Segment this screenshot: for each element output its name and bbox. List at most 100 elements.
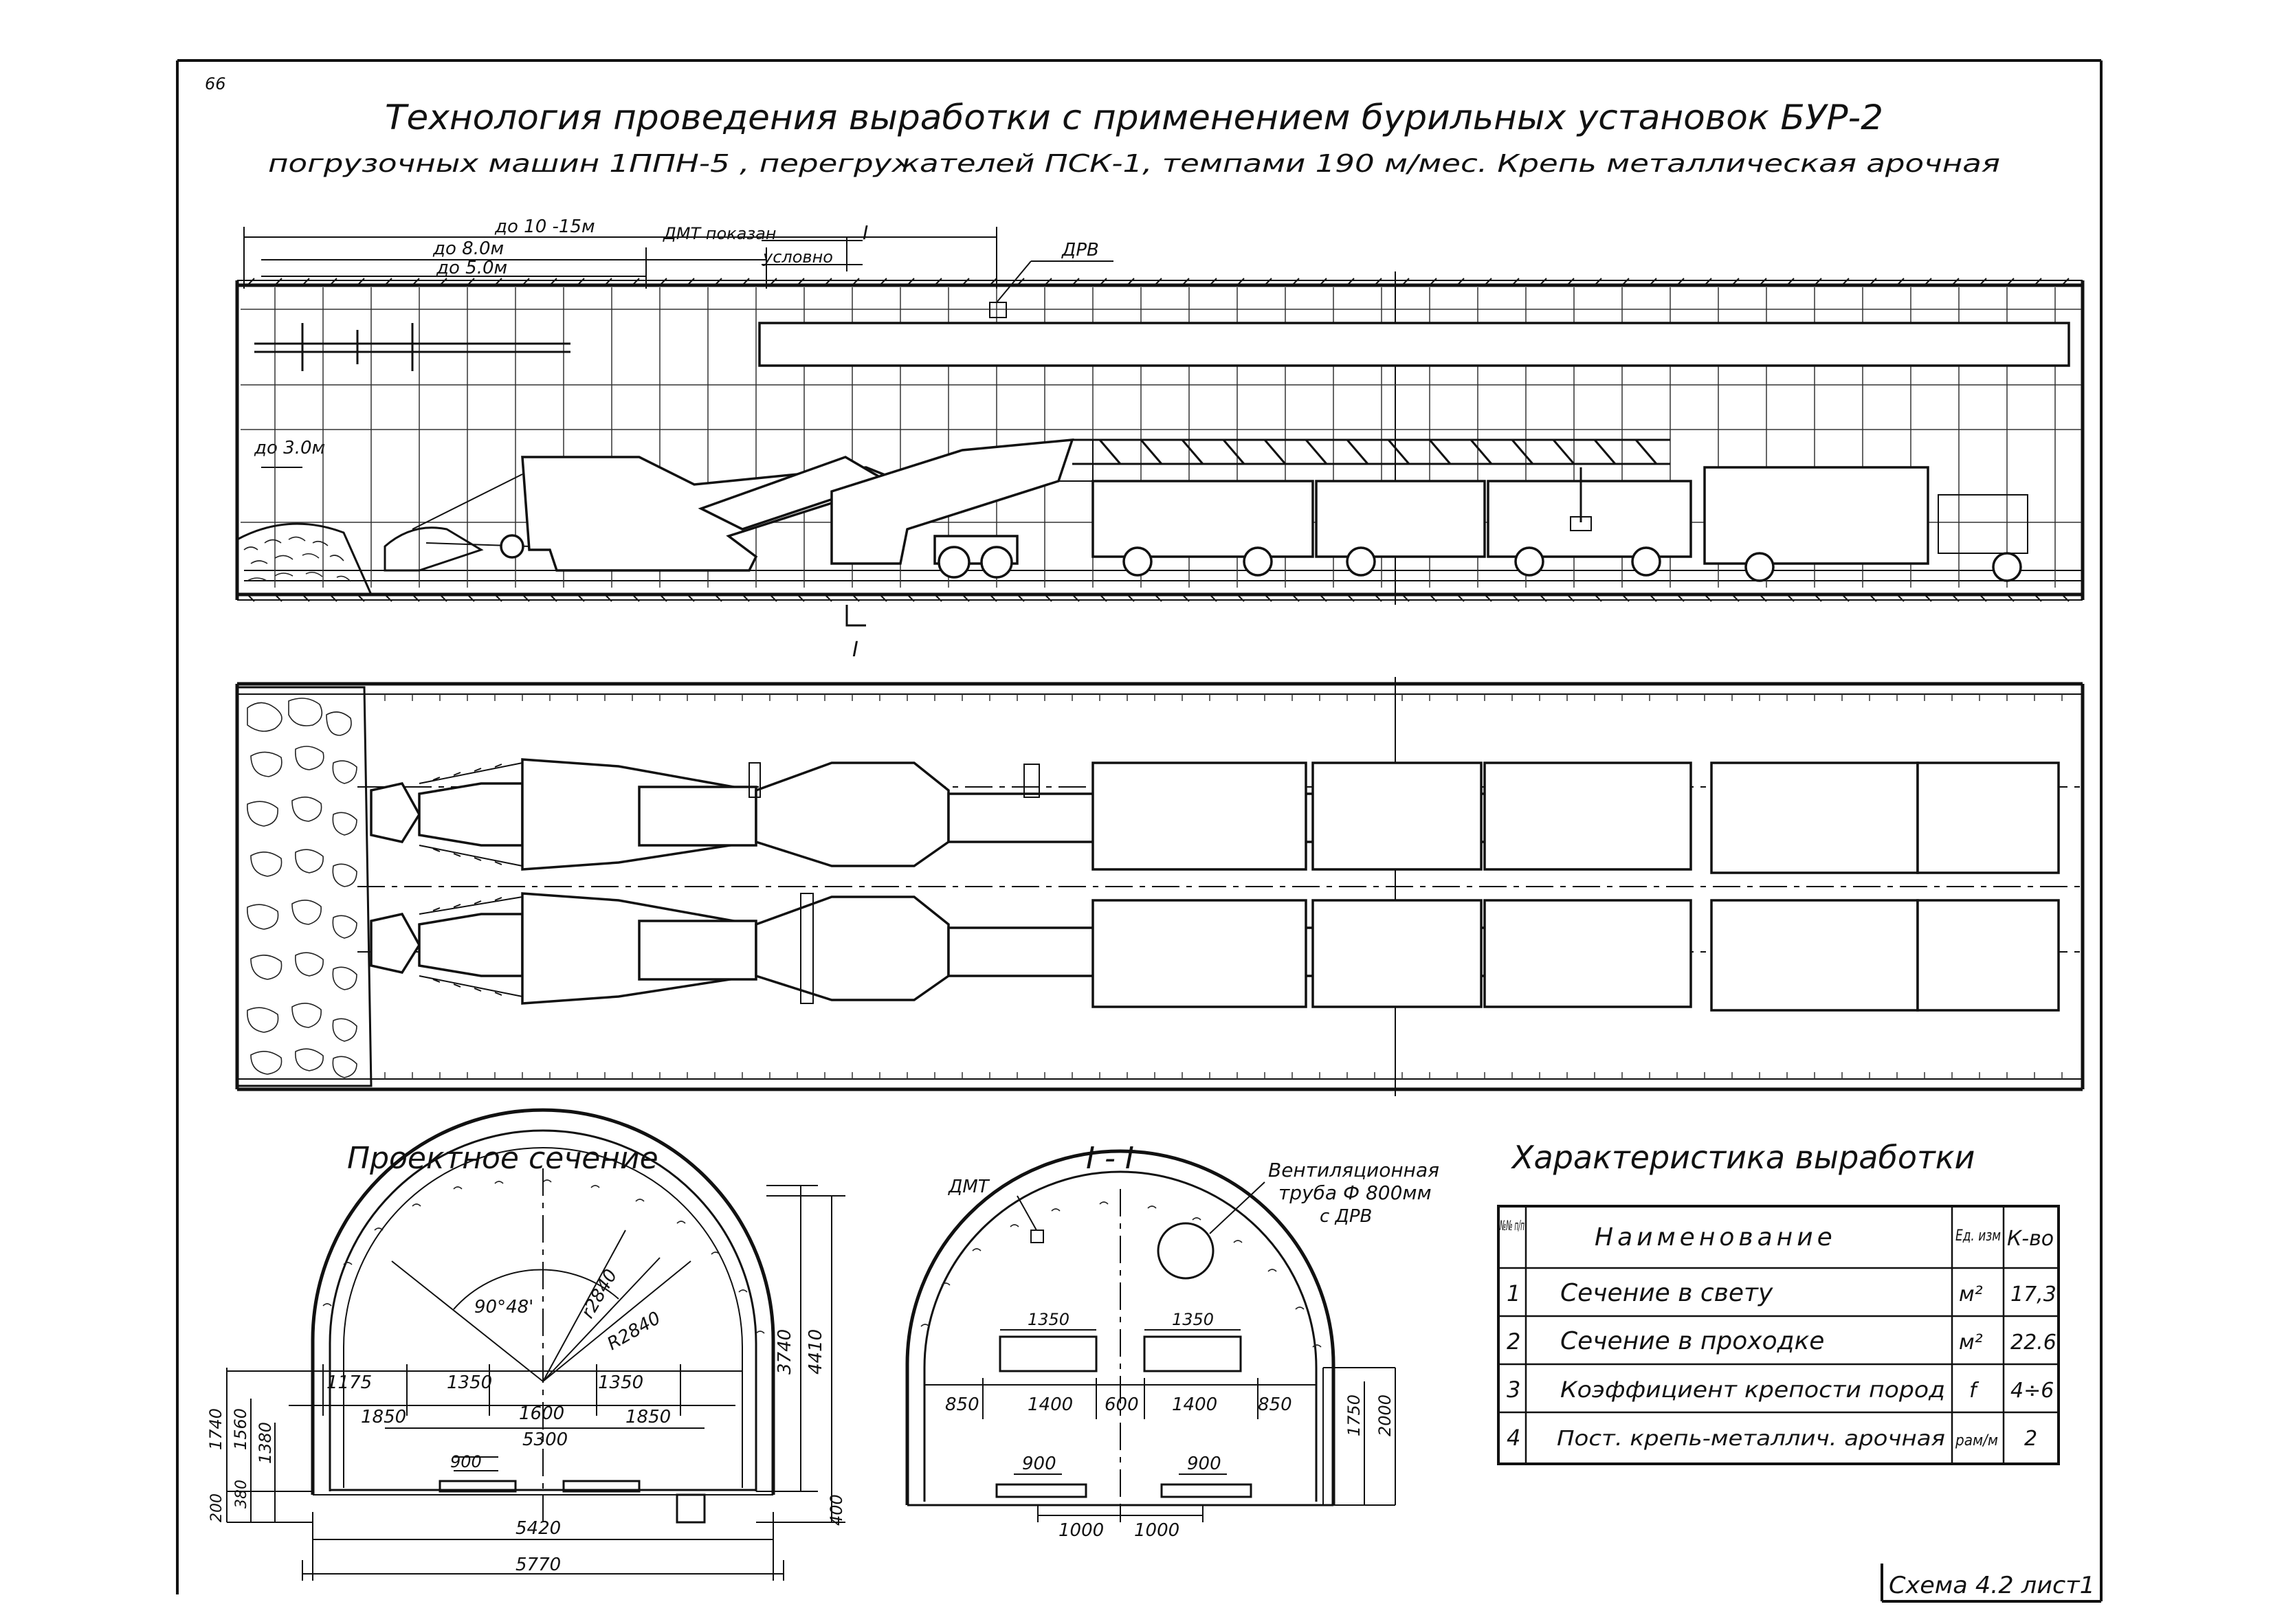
ventilation-duct-profile <box>758 322 2070 367</box>
row-4-unit: рам/м <box>1955 1432 1998 1449</box>
project-dim-3740: 3740 <box>775 1329 795 1375</box>
section-1-1-title: I - I <box>1086 1141 1134 1176</box>
project-section: Проектное сечение 90°48' r2840 R2840 117… <box>206 1108 846 1581</box>
plan-train-lower <box>370 892 2060 1012</box>
vent-label-3: с ДРВ <box>1320 1206 1372 1227</box>
project-dim-1740: 1740 <box>206 1408 225 1450</box>
section-dim-2000: 2000 <box>1375 1394 1395 1436</box>
loading-machine-profile <box>384 456 905 572</box>
plan-train-upper <box>370 758 2060 874</box>
project-dim-1600: 1600 <box>519 1403 564 1424</box>
project-dim-900: 900 <box>450 1452 482 1471</box>
section-dim-850a: 850 <box>945 1394 979 1415</box>
project-dim-1850b: 1850 <box>625 1407 671 1427</box>
project-dim-400: 400 <box>827 1494 846 1526</box>
row-3-number: 3 <box>1507 1377 1520 1403</box>
sheet-frame <box>176 59 2103 1603</box>
profile-arch-supports <box>241 287 2081 588</box>
section-dim-600: 600 <box>1105 1394 1139 1415</box>
row-2-qty: 22.6 <box>2010 1331 2056 1355</box>
project-dim-1850a: 1850 <box>361 1407 406 1427</box>
project-radius-2: R2840 <box>604 1308 665 1355</box>
schema-label: Схема 4.2 лист1 <box>1889 1572 2095 1599</box>
title-line-1: Технология проведения выработки с примен… <box>385 98 1883 137</box>
project-dim-1350a: 1350 <box>447 1372 492 1393</box>
characteristics-title: Характеристика выработки <box>1511 1139 1975 1176</box>
row-1-name: Сечение в свету <box>1560 1279 1773 1307</box>
profile-view: до 10 -15м до 8.0м до 5.0м до 3.0м ДМТ п… <box>235 216 2085 662</box>
header-unit: Ед. изм <box>1955 1227 2001 1245</box>
row-1-unit: м² <box>1959 1282 1983 1306</box>
header-number: №№ п/п <box>1500 1217 1524 1234</box>
project-dim-380: 380 <box>233 1480 250 1509</box>
section-dim-900a: 900 <box>1022 1454 1056 1474</box>
section-cut-marker <box>845 605 866 627</box>
project-section-title: Проектное сечение <box>347 1141 658 1176</box>
row-4-name: Пост. крепь-металлич. арочная <box>1557 1427 1945 1451</box>
section-arch-rock <box>920 1201 1322 1348</box>
row-3-qty: 4÷6 <box>2010 1379 2054 1403</box>
drill-boom <box>254 323 570 371</box>
project-arch-inner <box>329 1129 757 1491</box>
section-dim-1000a: 1000 <box>1058 1520 1104 1541</box>
profile-floor-hatch <box>237 594 2083 602</box>
title-line-2: погрузочных машин 1ППН-5 , перегружателе… <box>268 150 2000 178</box>
section-dim-1350a: 1350 <box>1028 1310 1069 1329</box>
reloader-profile <box>830 438 1670 579</box>
dim-5-label: до 5.0м <box>436 258 507 278</box>
project-arch-rock <box>322 1179 765 1334</box>
row-2-number: 2 <box>1507 1328 1520 1355</box>
dmt-note-2: условно <box>762 247 833 267</box>
header-qty: К-во <box>2007 1227 2054 1251</box>
drv-label: ДРВ <box>1061 240 1099 260</box>
section-arch-outer <box>905 1149 1335 1505</box>
table-row: 2 Сечение в проходке м² 22.6 <box>1507 1327 2056 1355</box>
table-row: 1 Сечение в свету м² 17,3 <box>1507 1279 2056 1307</box>
section-mark-top: I <box>863 221 868 244</box>
project-arch-outer <box>311 1108 775 1495</box>
table-row: 4 Пост. крепь-металлич. арочная рам/м 2 <box>1507 1425 2037 1451</box>
rock-face-profile <box>236 522 373 596</box>
section-dim-1400a: 1400 <box>1028 1394 1073 1415</box>
section-1-1: I - I ДМТ Вентиляционная труба Ф 800мм с… <box>905 1141 1439 1541</box>
section-dim-1750: 1750 <box>1344 1394 1364 1436</box>
section-dim-1350b: 1350 <box>1172 1310 1214 1329</box>
project-dim-1560: 1560 <box>231 1408 250 1450</box>
wagons-profile <box>1091 466 2028 582</box>
project-radius-1: r2840 <box>577 1266 621 1322</box>
project-dim-1380: 1380 <box>256 1422 275 1464</box>
row-2-unit: м² <box>1959 1331 1983 1355</box>
characteristics-table: Характеристика выработки №№ п/п Наименов… <box>1497 1139 2060 1465</box>
vent-label-1: Вентиляционная <box>1268 1159 1439 1181</box>
vent-pipe-circle <box>1157 1222 1215 1280</box>
project-dim-5420: 5420 <box>515 1518 561 1539</box>
project-dim-5300: 5300 <box>522 1430 568 1450</box>
project-dim-1175: 1175 <box>326 1372 372 1393</box>
dmt-label: ДМТ <box>948 1177 990 1197</box>
section-dim-900b: 900 <box>1187 1454 1221 1474</box>
profile-roof-hatch <box>237 278 2083 286</box>
row-3-unit: f <box>1969 1379 1980 1403</box>
row-2-name: Сечение в проходке <box>1560 1327 1824 1355</box>
row-1-number: 1 <box>1507 1280 1520 1306</box>
section-arch-inner <box>923 1170 1318 1502</box>
dim-top-label: до 10 -15м <box>494 216 595 237</box>
plan-view <box>235 677 2085 1096</box>
vent-label-2: труба Ф 800мм <box>1278 1181 1432 1204</box>
dim-3-label: до 3.0м <box>254 438 325 458</box>
dmt-note-1: ДМТ показан <box>663 224 776 243</box>
section-dim-1000b: 1000 <box>1134 1520 1179 1541</box>
section-dim-850b: 850 <box>1258 1394 1292 1415</box>
table-row: 3 Коэффициент крепости пород f 4÷6 <box>1507 1377 2054 1403</box>
row-3-name: Коэффициент крепости пород <box>1560 1377 1945 1403</box>
dim-8-label: до 8.0м <box>432 238 504 259</box>
project-dim-200: 200 <box>208 1493 225 1522</box>
section-mark-bottom: I <box>852 638 858 662</box>
header-name: Наименование <box>1595 1223 1837 1252</box>
project-dim-4410: 4410 <box>806 1329 826 1375</box>
project-dim-1350b: 1350 <box>598 1372 643 1393</box>
row-1-qty: 17,3 <box>2010 1282 2056 1306</box>
row-4-number: 4 <box>1507 1425 1520 1451</box>
section-dim-1400b: 1400 <box>1172 1394 1217 1415</box>
